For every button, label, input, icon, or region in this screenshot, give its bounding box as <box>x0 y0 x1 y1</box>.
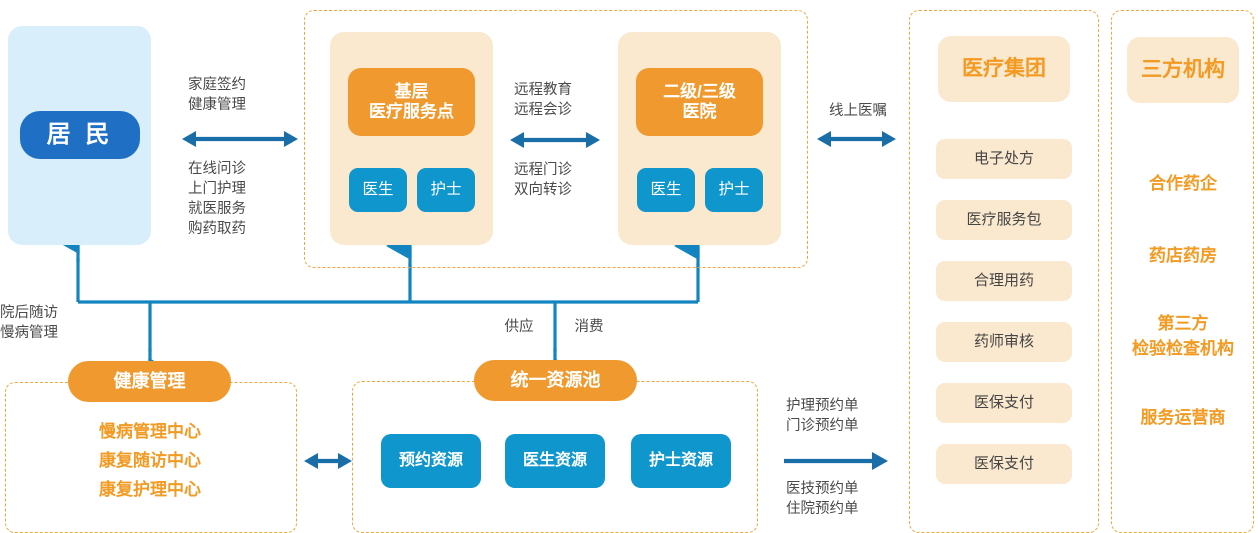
medical-group-item-5[interactable]: 医保支付 <box>936 444 1072 484</box>
health-management-item-1[interactable]: 康复随访中心 <box>99 451 201 470</box>
resident-badge[interactable]: 居 民 <box>20 111 140 159</box>
medical-group-title[interactable]: 医疗集团 <box>938 36 1070 102</box>
booking-flow-top-label: 护理预约单 门诊预约单 <box>786 398 859 434</box>
providers-link-bottom-label: 远程门诊 双向转诊 <box>514 162 572 198</box>
resource-pool-item-0[interactable]: 预约资源 <box>381 434 481 488</box>
medical-group-item-3[interactable]: 药师审核 <box>936 322 1072 362</box>
booking-flow-bottom-label: 医技预约单 住院预约单 <box>786 481 859 517</box>
hospital-role-doctor[interactable]: 医生 <box>637 168 695 212</box>
hospital-panel <box>618 32 781 245</box>
primary-care-role-doctor[interactable]: 医生 <box>349 168 407 212</box>
health-management-title[interactable]: 健康管理 <box>68 361 231 402</box>
resource-pool-title[interactable]: 统一资源池 <box>474 360 637 401</box>
resident-flow-bottom-label: 在线问诊 上门护理 就医服务 购药取药 <box>188 161 246 237</box>
third-party-title[interactable]: 三方机构 <box>1127 37 1239 103</box>
medical-group-item-1[interactable]: 医疗服务包 <box>936 200 1072 240</box>
third-party-item-0[interactable]: 合作药企 <box>1149 174 1217 193</box>
online-order-label: 线上医嘱 <box>829 103 887 119</box>
resource-pool-item-2[interactable]: 护士资源 <box>631 434 731 488</box>
primary-care-panel <box>330 32 493 245</box>
health-management-flow-label: 院后随访 慢病管理 <box>0 305 58 341</box>
third-party-item-3[interactable]: 服务运营商 <box>1140 408 1226 427</box>
resource-pool-item-1[interactable]: 医生资源 <box>505 434 605 488</box>
third-party-item-2[interactable]: 第三方 检验检查机构 <box>1132 314 1234 358</box>
health-management-item-0[interactable]: 慢病管理中心 <box>99 422 201 441</box>
health-management-item-2[interactable]: 康复护理中心 <box>99 480 201 499</box>
resource-pool-consume-label: 消费 <box>574 319 604 335</box>
resource-pool-supply-label: 供应 <box>504 319 534 335</box>
medical-group-item-2[interactable]: 合理用药 <box>936 261 1072 301</box>
medical-group-item-0[interactable]: 电子处方 <box>936 139 1072 179</box>
providers-group <box>304 10 808 268</box>
hospital-role-nurse[interactable]: 护士 <box>705 168 763 212</box>
resident-flow-top-label: 家庭签约 健康管理 <box>188 77 246 113</box>
providers-link-top-label: 远程教育 远程会诊 <box>514 82 572 118</box>
hospital-title[interactable]: 二级/三级 医院 <box>636 68 763 136</box>
third-party-item-1[interactable]: 药店药房 <box>1149 246 1217 265</box>
medical-group-item-4[interactable]: 医保支付 <box>936 383 1072 423</box>
primary-care-role-nurse[interactable]: 护士 <box>417 168 475 212</box>
primary-care-title[interactable]: 基层 医疗服务点 <box>348 68 475 136</box>
